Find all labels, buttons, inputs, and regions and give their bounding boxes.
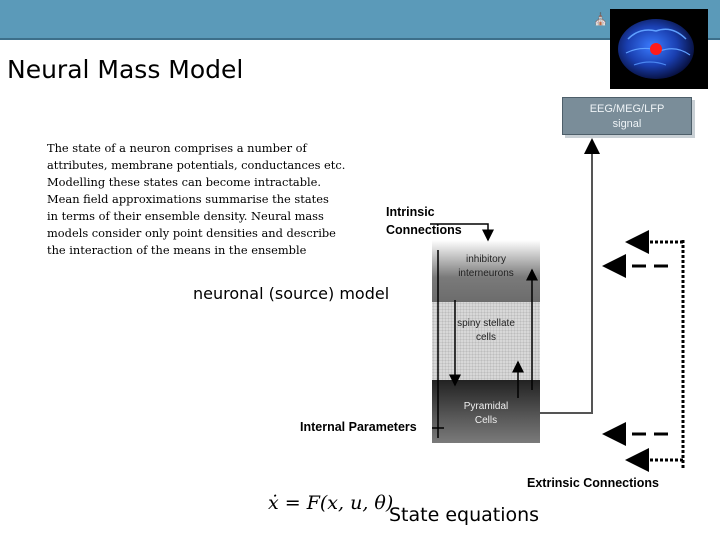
pyramidal-label: Pyramidal: [463, 401, 509, 412]
state-equation-formula: ẋ = F(x, u, θ): [268, 492, 394, 514]
output-signal-arrow: [540, 138, 600, 414]
pyramidal-cells-label: Cells: [474, 415, 498, 426]
brain-scan-icon: [618, 19, 694, 79]
top-banner: [0, 0, 720, 38]
description-line: in terms of their ensemble density. Neur…: [47, 209, 324, 223]
institution-icon: ⛪: [593, 12, 608, 26]
description-line: The state of a neuron comprises a number…: [47, 141, 307, 155]
description-line: Modelling these states can become intrac…: [47, 175, 321, 189]
source-dot-icon: [650, 43, 662, 55]
state-equations-label: State equations: [389, 504, 540, 526]
pyramidal-cells-block: Pyramidal Cells: [432, 380, 540, 443]
connections-word: Connections: [386, 223, 462, 237]
description-line: attributes, membrane potentials, conduct…: [47, 158, 346, 172]
description-line: Mean field approximations summarise the …: [47, 192, 329, 206]
intrinsic-connections-label: Intrinsic Connections: [386, 203, 462, 239]
intrinsic-arrow: [430, 223, 494, 242]
cells-label: cells: [475, 332, 496, 343]
neuronal-model-label: neuronal (source) model: [193, 284, 390, 303]
banner-divider: [0, 38, 720, 40]
signal-label: signal: [612, 118, 642, 130]
description-line: models consider only point densities and…: [47, 226, 336, 240]
extrinsic-connections-label: Extrinsic Connections: [527, 476, 659, 490]
intrinsic-word: Intrinsic: [386, 205, 435, 219]
page-title: Neural Mass Model: [7, 55, 244, 84]
description-text: The state of a neuron comprises a number…: [47, 140, 347, 259]
description-line: the interaction of the means in the ense…: [47, 243, 307, 257]
eeg-label: EEG/MEG/LFP: [589, 103, 665, 115]
eeg-signal-box: EEG/MEG/LFP signal: [562, 97, 692, 135]
internal-parameters-label: Internal Parameters: [300, 420, 417, 434]
interneurons-label: interneurons: [458, 268, 514, 279]
inhibitory-interneurons-block: inhibitory interneurons: [432, 240, 540, 302]
spiny-label: spiny stellate: [457, 318, 515, 329]
inhibitory-label: inhibitory: [465, 254, 507, 265]
brain-image: [610, 9, 708, 89]
